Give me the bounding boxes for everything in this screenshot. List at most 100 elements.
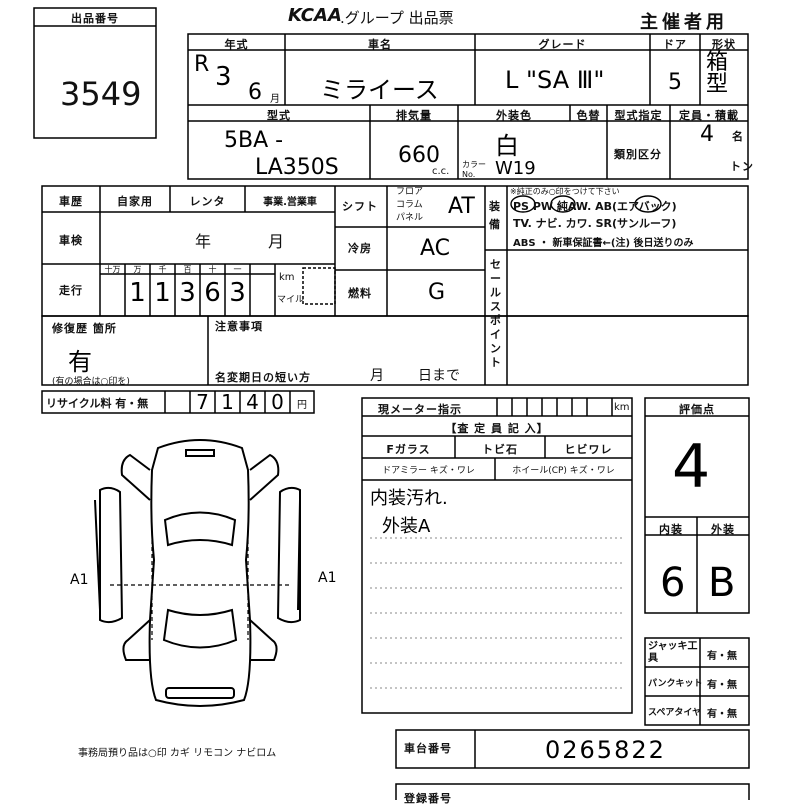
spare-yn: 有・無 bbox=[707, 709, 737, 720]
jack-yn: 有・無 bbox=[707, 651, 737, 662]
disp-unit: c.c. bbox=[432, 166, 450, 177]
crack-label: ヒビワレ bbox=[564, 443, 613, 456]
rental-label: レンタ bbox=[189, 195, 226, 208]
repair-label: 修復歴 箇所 bbox=[52, 322, 117, 335]
mile-label: マイル bbox=[277, 295, 305, 305]
mileage-digit: 1 bbox=[154, 278, 171, 308]
score-value: 4 bbox=[672, 432, 711, 502]
sales-point-label: セールスポイント bbox=[490, 258, 502, 369]
color-no-value: W19 bbox=[495, 158, 536, 179]
recycle-label: リサイクル料 有・無 bbox=[46, 397, 149, 410]
name-label: 車名 bbox=[368, 38, 392, 51]
shift-opt-column: コラム bbox=[396, 200, 423, 210]
digit-label: 万 bbox=[133, 265, 142, 274]
caution-label: 注意事項 bbox=[215, 320, 263, 333]
year-era: R bbox=[194, 52, 210, 77]
exterior-score: B bbox=[708, 560, 736, 606]
type-label: 型式指定 bbox=[614, 109, 663, 122]
inspector-comment-1: 内装汚れ. bbox=[370, 488, 448, 509]
jack-label: ジャッキ工具 bbox=[648, 641, 698, 664]
doors-value: 5 bbox=[668, 70, 682, 95]
equip-line-3: ABS ・ 新車保証書←(注) 後日送りのみ bbox=[513, 238, 694, 249]
footer-note: 事務局預り品は○印 カギ リモコン ナビロム bbox=[78, 748, 277, 759]
class-label: 類別区分 bbox=[614, 148, 662, 161]
organizer-label: 主催者用 bbox=[640, 12, 728, 33]
disp-label: 排気量 bbox=[396, 109, 432, 122]
score-label: 評価点 bbox=[679, 403, 715, 416]
grade-value: L "SA Ⅲ" bbox=[505, 66, 605, 94]
km-label: km bbox=[279, 272, 295, 283]
lot-label: 出品番号 bbox=[71, 12, 119, 25]
capacity-value: 4 bbox=[700, 122, 714, 147]
shift-opt-panel: パネル bbox=[396, 213, 424, 223]
private-label: 自家用 bbox=[117, 195, 153, 208]
puncture-label: パンクキット bbox=[648, 679, 703, 689]
title-change-label: 名変期日の短い方 bbox=[215, 371, 311, 384]
insp-year-unit: 年 bbox=[195, 232, 212, 251]
mileage-digit: 3 bbox=[229, 278, 246, 308]
recycle-digit: 7 bbox=[196, 390, 209, 414]
recycle-digits: 7 1 4 0 bbox=[190, 390, 290, 414]
doors-label: ドア bbox=[663, 38, 687, 51]
inspector-comment-2: 外装A bbox=[382, 516, 431, 537]
mileage-digits: 1 1 3 6 3 bbox=[125, 278, 275, 308]
body-label: 形状 bbox=[712, 38, 736, 51]
shift-opt-floor: フロア bbox=[396, 187, 424, 197]
chip-label: トビ石 bbox=[482, 443, 518, 456]
fuel-label: 燃料 bbox=[348, 287, 372, 300]
vehicle-name: ミライース bbox=[320, 76, 439, 104]
color-value: 白 bbox=[495, 132, 519, 160]
ac-value: AC bbox=[420, 236, 451, 261]
car-diagram bbox=[94, 439, 301, 707]
ac-label: 冷房 bbox=[348, 242, 372, 255]
meter-km: km bbox=[614, 402, 630, 413]
inspector-label: 【査 定 員 記 入】 bbox=[445, 422, 549, 435]
kcaa-logo: KCAA bbox=[288, 5, 342, 26]
repair-note: (有の場合は○印を) bbox=[52, 377, 130, 387]
equip-label: 装備 bbox=[489, 200, 501, 231]
damage-mark-left: A1 bbox=[70, 572, 89, 588]
capacity-unit: 名 bbox=[732, 130, 744, 143]
lot-number: 3549 bbox=[60, 75, 142, 113]
model-label: 型式 bbox=[267, 109, 291, 122]
recycle-unit: 円 bbox=[297, 400, 307, 411]
color-no-label: カラーNo. bbox=[462, 160, 486, 179]
capacity-label: 定員・積載 bbox=[679, 109, 739, 122]
shift-label: シフト bbox=[342, 200, 378, 213]
digit-label: 千 bbox=[158, 265, 167, 274]
month-value: 6 bbox=[248, 80, 262, 105]
model-value-2: LA350S bbox=[255, 155, 339, 180]
recycle-digit: 0 bbox=[271, 390, 284, 414]
spare-label: スペアタイヤ bbox=[648, 708, 702, 718]
equip-line-2: TV. ナビ. カワ. SR(サンルーフ) bbox=[513, 217, 677, 230]
mirror-label: ドアミラー キズ・ワレ bbox=[382, 466, 475, 476]
title-change-day: 日まで bbox=[418, 368, 460, 384]
repaint-label: 色替 bbox=[576, 109, 601, 122]
ton-unit: トン bbox=[730, 160, 754, 173]
interior-label: 内装 bbox=[659, 523, 683, 536]
grade-label: グレード bbox=[538, 38, 587, 51]
disp-value: 660 bbox=[398, 143, 440, 168]
mileage-digit: 6 bbox=[204, 278, 221, 308]
reg-label: 登録番号 bbox=[404, 792, 452, 805]
fuel-value: G bbox=[428, 280, 446, 305]
mileage-digit: 3 bbox=[179, 278, 196, 308]
body-value: 箱型 bbox=[706, 50, 729, 97]
shift-value: AT bbox=[448, 194, 475, 219]
chassis-number: 0265822 bbox=[545, 736, 666, 764]
usage-label: 車歴 bbox=[59, 195, 83, 208]
digit-label: 十万 bbox=[104, 265, 121, 274]
color-label: 外装色 bbox=[496, 109, 532, 122]
exterior-label: 外装 bbox=[711, 523, 735, 536]
insp-month-unit: 月 bbox=[268, 232, 285, 251]
digit-label: 一 bbox=[233, 265, 242, 274]
year-label: 年式 bbox=[224, 38, 249, 51]
digit-label: 十 bbox=[208, 265, 217, 274]
month-unit: 月 bbox=[270, 94, 280, 105]
interior-score: 6 bbox=[660, 560, 686, 606]
puncture-yn: 有・無 bbox=[707, 680, 737, 691]
damage-mark-right: A1 bbox=[318, 570, 337, 586]
digit-label: 百 bbox=[183, 265, 192, 274]
lot-box bbox=[33, 7, 157, 139]
